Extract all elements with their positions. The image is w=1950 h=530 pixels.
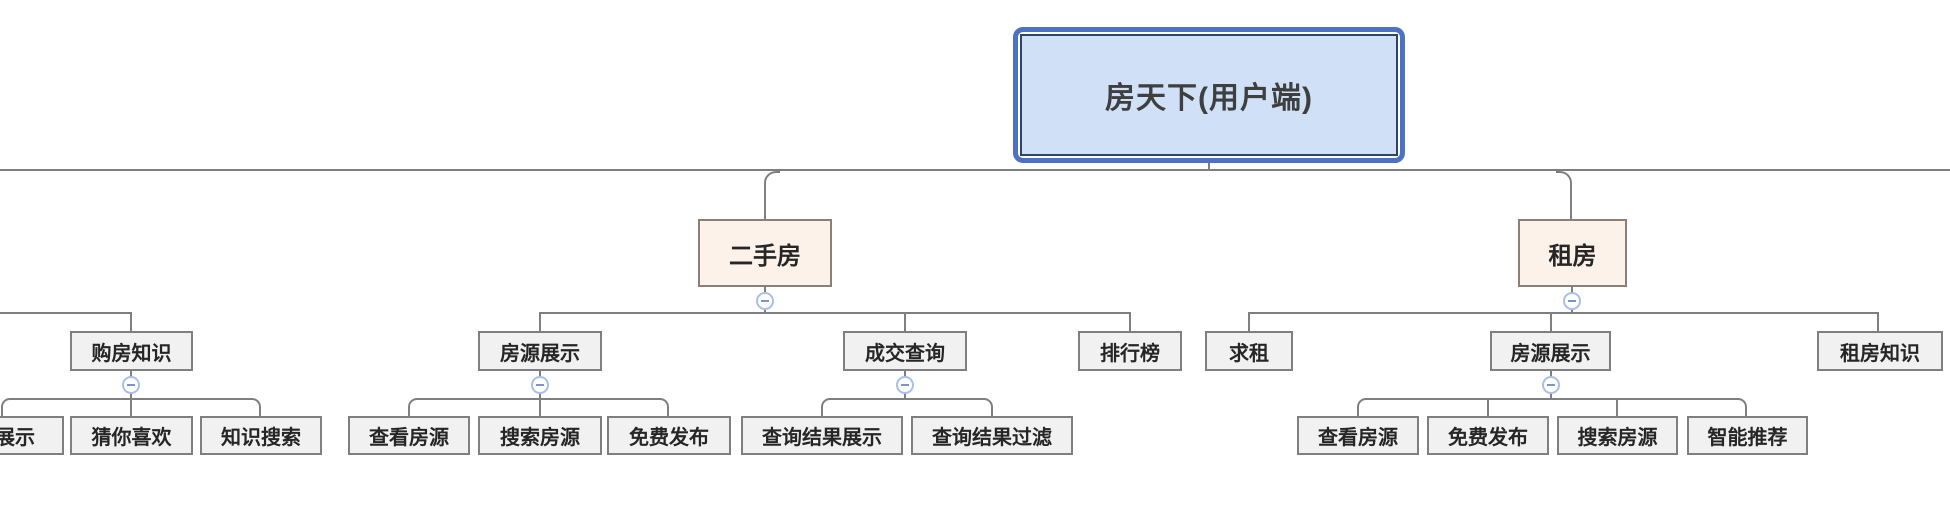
node-paihangbang[interactable]: 排行榜 (1078, 331, 1182, 371)
node-chakanfangyuan-zf[interactable]: 查看房源 (1297, 416, 1419, 455)
node-fangyuanzhanshi-esf[interactable]: 房源展示 (478, 331, 602, 371)
node-cainixihuan[interactable]: 猜你喜欢 (70, 416, 193, 455)
connector-sousuofangyuan-esf-drop (539, 398, 541, 416)
collapse-minus-icon-goufangzhishi[interactable] (122, 376, 140, 394)
minus-glyph (761, 300, 769, 302)
minus-glyph (1547, 384, 1555, 386)
connector-root-drop (1208, 163, 1210, 171)
node-root-label: 房天下(用户端) (1020, 34, 1398, 156)
connector-sousuofangyuan-zf-drop (1616, 398, 1618, 416)
connector-fangyuanzhanshi-zf-drop (1550, 312, 1552, 331)
collapse-minus-icon-fangyuanzhanshi-esf[interactable] (531, 376, 549, 394)
collapse-minus-icon-ershoufang[interactable] (756, 292, 774, 310)
connector-chengjiaochaxun-drop (904, 312, 906, 331)
collapse-minus-icon-fangyuanzhanshi-zf[interactable] (1542, 376, 1560, 394)
connector-zufangzhishi-drop (1877, 312, 1879, 331)
minus-glyph (1568, 300, 1576, 302)
node-goufangzhishi[interactable]: 购房知识 (70, 331, 193, 371)
node-ershoufang[interactable]: 二手房 (698, 219, 832, 287)
node-qiuzu[interactable]: 求租 (1205, 331, 1293, 371)
connector-fangyuanzhanshi-esf-childbus (408, 398, 669, 416)
connector-chengjiaochaxun-childbus (821, 398, 993, 416)
connector-fangyuanzhanshi-zf-childbus (1357, 398, 1747, 416)
collapse-minus-icon-zufang[interactable] (1563, 292, 1581, 310)
node-zhanshi-partial[interactable]: 展示 (0, 416, 64, 455)
connector-fangyuanzhanshi-esf-drop (539, 312, 541, 331)
minus-glyph (901, 384, 909, 386)
connector-ershoufang (764, 171, 780, 219)
node-chaxunjieguozhanshi[interactable]: 查询结果展示 (741, 416, 903, 455)
connector-mianfeifabu-zf-drop (1487, 398, 1489, 416)
node-mianfeifabu-esf[interactable]: 免费发布 (607, 416, 731, 455)
connector-paihangbang-drop (1129, 312, 1131, 331)
connector-qiuzu-drop (1248, 312, 1250, 331)
connector-zufang (1556, 171, 1572, 219)
connector-root-bus (0, 169, 1950, 171)
collapse-minus-icon-chengjiaochaxun[interactable] (896, 376, 914, 394)
node-chaxunjieguoguolv[interactable]: 查询结果过滤 (911, 416, 1073, 455)
connector-zufang-bus (1248, 312, 1879, 314)
connector-cainixihuan-drop (130, 398, 132, 416)
connector-left-bus (0, 312, 132, 314)
node-chengjiaochaxun[interactable]: 成交查询 (843, 331, 967, 371)
node-chakanfangyuan-esf[interactable]: 查看房源 (348, 416, 470, 455)
minus-glyph (127, 384, 135, 386)
minus-glyph (536, 384, 544, 386)
node-zhinengtuijian[interactable]: 智能推荐 (1687, 416, 1808, 455)
node-sousuofangyuan-esf[interactable]: 搜索房源 (478, 416, 602, 455)
node-zhishisousuo[interactable]: 知识搜索 (200, 416, 322, 455)
connector-goufangzhishi-drop (130, 312, 132, 331)
node-fangyuanzhanshi-zf[interactable]: 房源展示 (1490, 331, 1611, 371)
node-zufangzhishi[interactable]: 租房知识 (1817, 331, 1943, 371)
node-sousuofangyuan-zf[interactable]: 搜索房源 (1557, 416, 1678, 455)
node-mianfeifabu-zf[interactable]: 免费发布 (1427, 416, 1549, 455)
node-zufang[interactable]: 租房 (1518, 219, 1627, 287)
connector-ershoufang-bus (539, 312, 1131, 314)
node-root[interactable]: 房天下(用户端) (1013, 27, 1405, 163)
